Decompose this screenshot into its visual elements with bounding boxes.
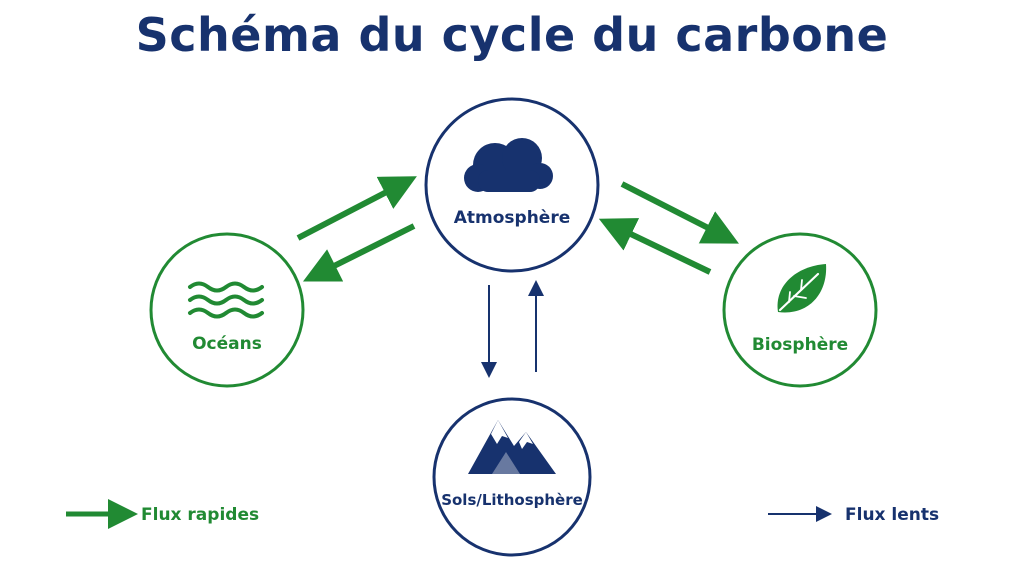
fast-flux-arrows	[296, 176, 739, 282]
node-atmosphere: Atmosphère	[424, 97, 600, 273]
node-label-oceans: Océans	[192, 334, 262, 354]
legend-slow-label: Flux lents	[845, 505, 939, 525]
legend: Flux rapides Flux lents	[66, 499, 939, 529]
legend-slow: Flux lents	[768, 505, 939, 525]
node-label-biosphere: Biosphère	[752, 335, 848, 355]
arrow-biosphere-to-atmosphere	[598, 218, 712, 275]
node-biosphere: Biosphère	[722, 232, 878, 388]
node-label-atmosphere: Atmosphère	[454, 208, 571, 228]
cloud-icon	[464, 138, 553, 192]
legend-fast-label: Flux rapides	[141, 505, 259, 525]
mountain-icon	[468, 420, 556, 474]
node-oceans: Océans	[149, 232, 305, 388]
node-label-lithosphere: Sols/Lithosphère	[441, 491, 583, 509]
page-title: Schéma du cycle du carbone	[135, 8, 889, 62]
slow-flux-arrows	[481, 280, 544, 378]
arrow-atmosphere-to-oceans	[302, 223, 416, 282]
arrow-atmosphere-to-biosphere	[620, 181, 739, 244]
node-lithosphere: Sols/Lithosphère	[432, 397, 592, 557]
waves-icon	[188, 281, 264, 319]
arrow-oceans-to-atmosphere	[296, 176, 417, 241]
leaf-icon	[777, 264, 827, 313]
legend-fast: Flux rapides	[66, 499, 259, 529]
